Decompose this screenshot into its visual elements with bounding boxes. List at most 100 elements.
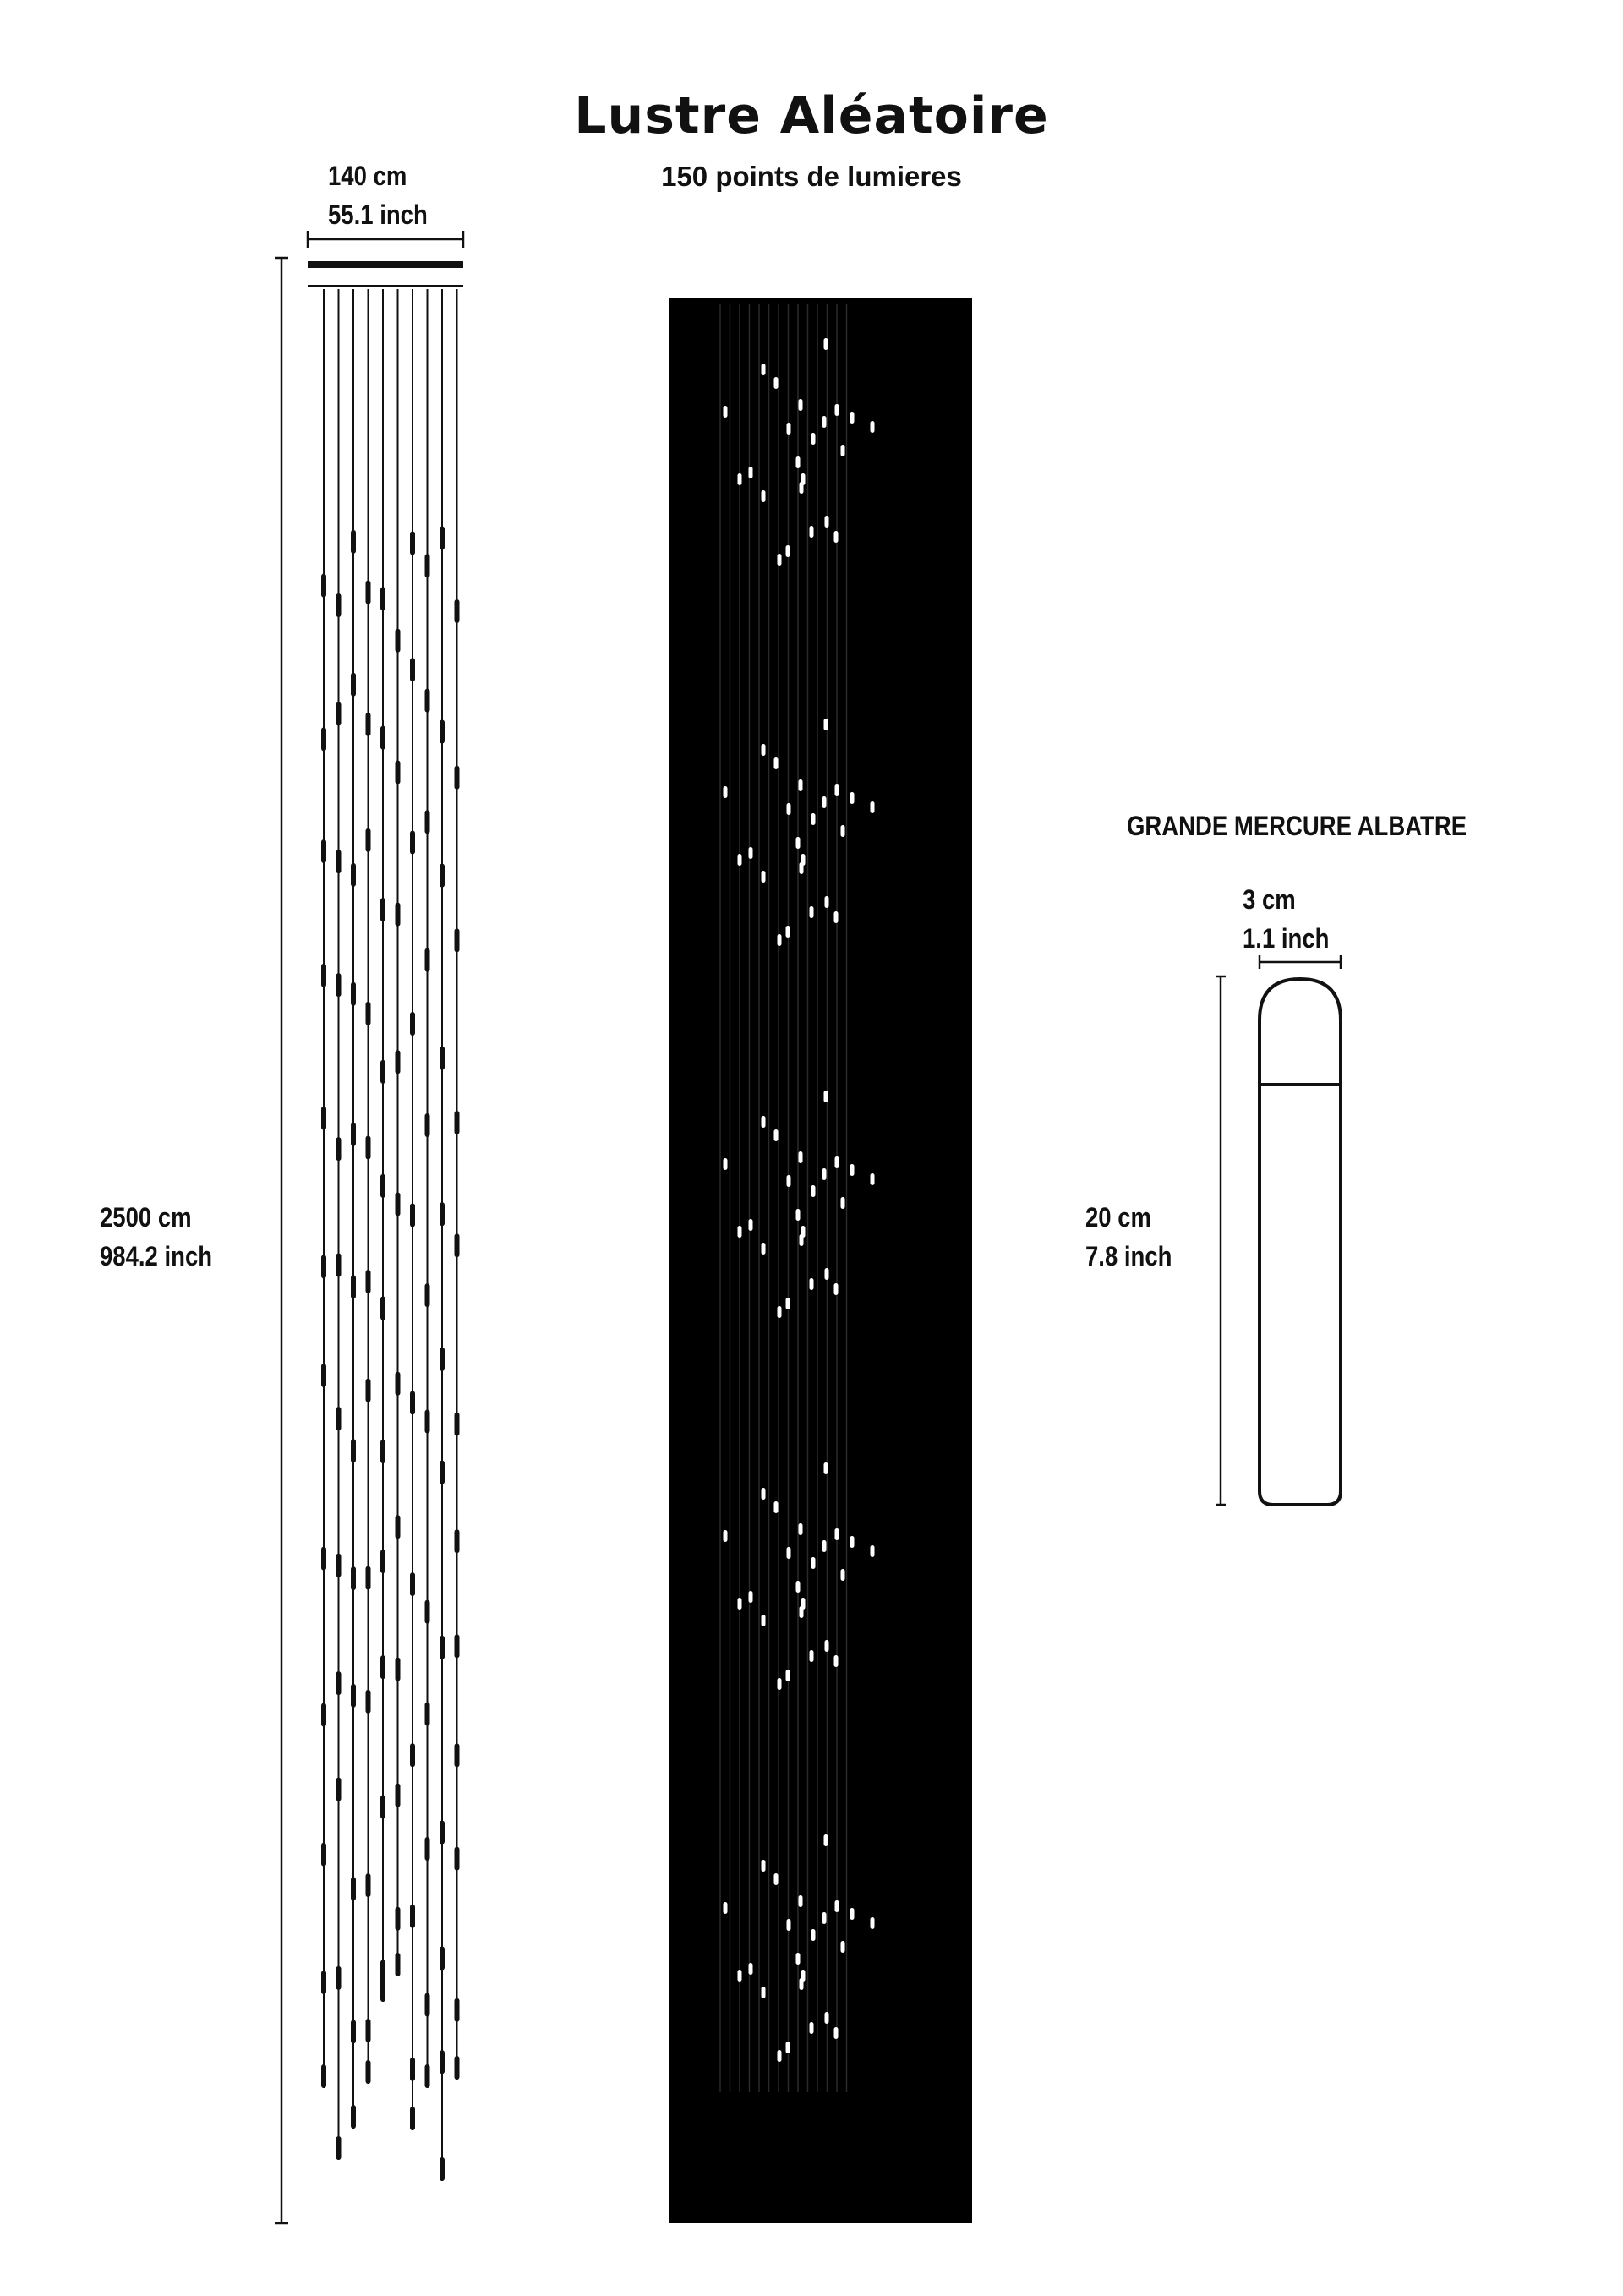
pendant-light: [454, 928, 460, 953]
night-light: [809, 906, 814, 918]
bulb-height-dimension-line: [1216, 975, 1226, 1506]
pendant-light: [321, 1106, 326, 1130]
pendant-light: [321, 1842, 326, 1867]
pendant-light: [321, 727, 326, 752]
pendant-light: [454, 1743, 460, 1768]
night-light: [723, 1530, 728, 1542]
night-light: [761, 1860, 766, 1872]
night-light: [840, 1941, 845, 1953]
night-light: [795, 1581, 801, 1593]
night-light: [850, 792, 855, 804]
night-light: [798, 779, 803, 791]
bulb-outline: [1258, 976, 1342, 1506]
night-light: [785, 545, 790, 557]
night-light: [748, 1219, 753, 1231]
pendant-light: [380, 725, 385, 750]
night-light: [777, 934, 782, 946]
pendant-light: [410, 1904, 415, 1928]
night-light: [777, 554, 782, 566]
pendant-light: [351, 529, 356, 554]
night-light: [748, 467, 753, 478]
ceiling-canopy: [308, 261, 463, 287]
pendant-light: [440, 719, 445, 744]
pendant-light: [321, 1970, 326, 1994]
pendant-light: [365, 1135, 371, 1160]
pendant-light: [351, 2105, 356, 2129]
pendant-light: [380, 1795, 385, 1819]
night-light: [809, 1650, 814, 1662]
night-light: [777, 1306, 782, 1318]
night-light: [799, 1234, 804, 1246]
pendant-light: [454, 2056, 460, 2080]
pendant-light: [454, 1529, 460, 1554]
night-light: [748, 1591, 753, 1603]
night-light: [723, 786, 728, 798]
pendant-light: [395, 1192, 401, 1216]
pendant-light: [321, 963, 326, 987]
bulb-height-inch-label: 7.8 inch: [1085, 1241, 1172, 1271]
night-light: [761, 1488, 766, 1500]
night-light: [737, 854, 742, 866]
pendant-light: [365, 1001, 371, 1025]
pendant-light: [424, 1837, 430, 1861]
width-cm-label: 140 cm: [328, 161, 407, 191]
pendant-light: [424, 1702, 430, 1726]
pendant-light: [424, 2064, 430, 2088]
night-light: [840, 445, 845, 456]
pendant-light: [336, 1553, 342, 1577]
pendant-light: [321, 2064, 326, 2088]
night-light: [833, 1655, 839, 1667]
pendant-cables: [323, 289, 458, 2181]
pendant-light: [410, 1391, 415, 1415]
night-light: [785, 2042, 790, 2053]
pendant-light: [440, 1820, 445, 1845]
night-light: [840, 1197, 845, 1209]
pendant-light: [351, 1566, 356, 1591]
night-light: [723, 1902, 728, 1914]
pendant-light: [336, 973, 342, 998]
pendant-light: [321, 839, 326, 864]
night-light: [822, 1912, 827, 1924]
night-light: [822, 1540, 827, 1552]
pendant-light: [365, 580, 371, 604]
pendant-light: [321, 1363, 326, 1387]
night-light: [850, 412, 855, 424]
pendant-light: [351, 1683, 356, 1708]
pendant-light: [440, 1202, 445, 1227]
pendant-light: [410, 830, 415, 855]
pendant-light: [336, 1253, 342, 1277]
bulb-width-inch-label: 1.1 inch: [1243, 923, 1330, 954]
pendant-light: [424, 1113, 430, 1138]
page-subtitle: 150 points de lumieres: [661, 161, 962, 192]
pendant-light: [336, 1965, 342, 1990]
night-light: [737, 1970, 742, 1982]
night-light: [795, 1209, 801, 1221]
night-light: [833, 911, 839, 923]
night-light: [795, 1953, 801, 1965]
night-view: [669, 298, 972, 2223]
pendant-light: [440, 863, 445, 888]
width-inch-label: 55.1 inch: [328, 200, 428, 230]
night-light: [824, 2012, 829, 2024]
night-light: [773, 1129, 779, 1141]
night-lights: [723, 338, 875, 2062]
pendant-light: [410, 531, 415, 555]
night-light: [737, 1226, 742, 1238]
night-light: [834, 1900, 839, 1912]
pendant-light: [365, 2018, 371, 2042]
night-light: [777, 2050, 782, 2062]
night-light: [833, 531, 839, 543]
width-dimension-line: [306, 231, 465, 248]
bulb-width-cm-label: 3 cm: [1243, 884, 1296, 915]
night-light: [811, 1557, 816, 1569]
pendant-light: [336, 850, 342, 874]
night-light: [761, 364, 766, 375]
pendant-light: [380, 898, 385, 922]
pendant-light: [395, 1657, 401, 1681]
night-light: [737, 1598, 742, 1610]
night-light: [798, 1895, 803, 1907]
night-light: [786, 1919, 791, 1931]
pendant-light: [380, 587, 385, 611]
pendant-light: [365, 2060, 371, 2084]
pendant-light: [351, 1439, 356, 1463]
